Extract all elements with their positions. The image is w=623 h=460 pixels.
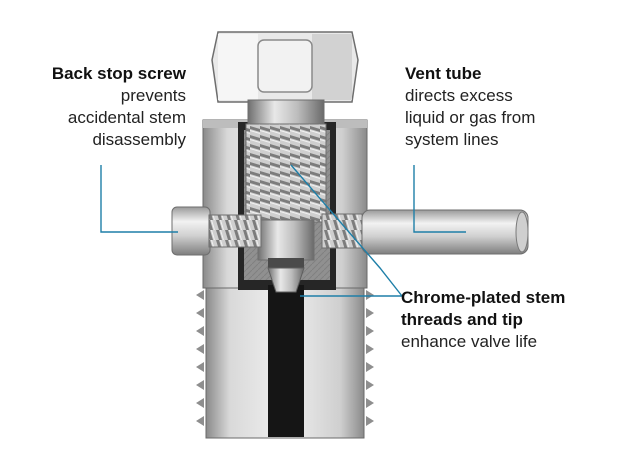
- callout-back-stop-description: prevents accidental stem disassembly: [67, 86, 186, 149]
- callout-chrome-stem-description: enhance valve life: [401, 332, 538, 351]
- leader-line-chrome-threads: [290, 164, 403, 297]
- callout-back-stop-title: Back stop screw: [51, 64, 186, 83]
- callout-chrome-stem-title: Chrome-plated stem threads and tip: [401, 288, 566, 329]
- chrome-plated-stem: [245, 123, 327, 293]
- callout-vent-tube-title: Vent tube: [405, 64, 482, 83]
- leader-line-vent-tube: [413, 165, 466, 233]
- leader-line-back-stop: [100, 165, 178, 233]
- leader-lines: [100, 164, 466, 297]
- callout-back-stop-screw: Back stop screw prevents accidental stem…: [10, 63, 186, 151]
- callout-vent-tube: Vent tube directs excess liquid or gas f…: [405, 63, 615, 151]
- back-stop-screw: [171, 206, 262, 256]
- callout-vent-tube-description: directs excess liquid or gas from system…: [405, 86, 536, 149]
- hex-bonnet-nut: [211, 31, 359, 125]
- callout-chrome-stem: Chrome-plated stem threads and tip enhan…: [401, 287, 621, 353]
